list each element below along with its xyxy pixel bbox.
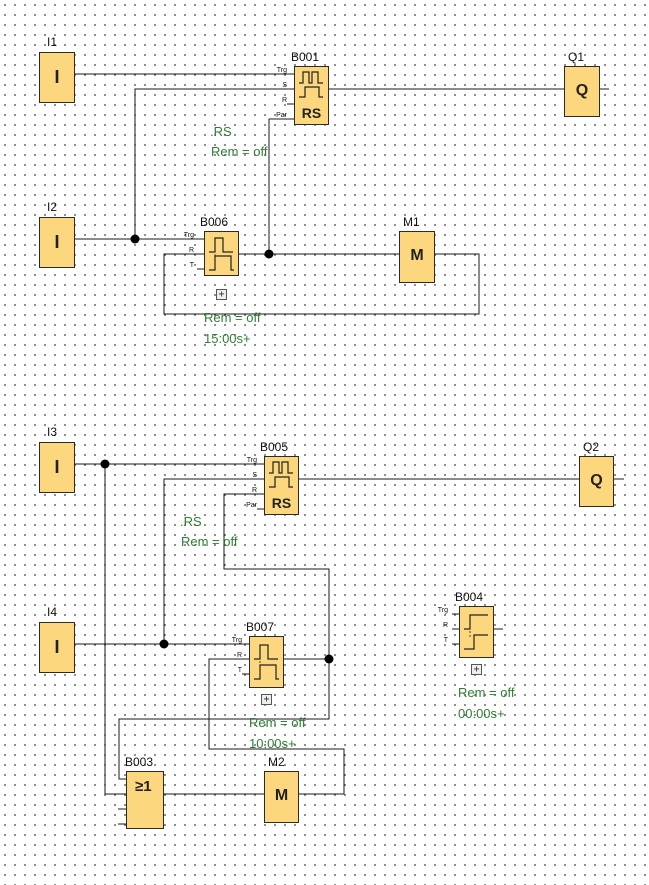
pin-trg: Trg <box>231 637 242 644</box>
off-delay-icon <box>209 237 234 271</box>
wire-b006-b001-r <box>268 118 294 254</box>
timer-block-b004[interactable] <box>459 606 494 658</box>
on-delay-icon <box>464 614 488 650</box>
pin-r: R <box>281 97 287 104</box>
input-block-i1[interactable]: I <box>39 52 75 103</box>
pin-s: S <box>282 82 287 89</box>
rs-block-b001[interactable]: RS <box>294 66 329 125</box>
note-b004-time: 00:00s+ <box>458 706 505 721</box>
pin-trg: Trg <box>246 457 257 464</box>
timer-block-b006[interactable] <box>204 231 239 276</box>
marker-block-m2[interactable]: M <box>264 771 299 823</box>
input-block-i3[interactable]: I <box>39 442 75 493</box>
pin-trg: Trg <box>276 67 287 74</box>
output-symbol: Q <box>590 472 603 489</box>
output-label-q1: Q1 <box>568 50 585 64</box>
output-block-q2[interactable]: Q <box>579 456 614 507</box>
marker-label-m2: M2 <box>268 755 285 769</box>
block-label-b005: B005 <box>260 440 289 454</box>
input-label-i4: I4 <box>47 605 58 619</box>
block-label-b001: B001 <box>291 50 320 64</box>
pin-s: S <box>252 472 257 479</box>
input-label-i3: I3 <box>47 425 58 439</box>
wire-i2-b001-s <box>134 88 294 239</box>
wire-i4-b005-s <box>163 478 264 644</box>
wire-b007-to-b003 <box>118 659 330 780</box>
input-symbol: I <box>54 67 60 87</box>
note-b007-time: 10:00s+ <box>249 736 296 751</box>
input-symbol: I <box>54 637 60 657</box>
input-block-i2[interactable]: I <box>39 217 75 268</box>
timer-block-b007[interactable] <box>249 636 284 688</box>
note-b007-rem: Rem = off <box>249 715 306 730</box>
rs-pulse-icon <box>269 461 293 488</box>
rs-symbol: RS <box>301 105 322 121</box>
output-label-q2: Q2 <box>583 440 600 454</box>
pin-r: R <box>442 622 448 629</box>
input-label-i2: I2 <box>47 200 58 214</box>
note-b006-time: 15:00s+ <box>204 331 251 346</box>
junction-b006-out <box>264 249 274 259</box>
note-b001-rs: .RS <box>210 124 232 139</box>
input-block-i4[interactable]: I <box>39 622 75 673</box>
pin-trg: Trg <box>183 232 194 239</box>
note-b006-rem: Rem = off <box>204 310 261 325</box>
rs-symbol: RS <box>271 495 292 511</box>
marker-block-m1[interactable]: M <box>399 231 435 283</box>
or-symbol: ≥1 <box>135 778 152 795</box>
note-b005-rem: Rem = off <box>181 534 238 549</box>
marker-label-m1: M1 <box>403 215 420 229</box>
junction-i3 <box>100 459 110 469</box>
off-delay-icon <box>254 644 279 680</box>
wire-m2-loop-b007-r <box>208 658 345 795</box>
pin-r: R <box>251 487 257 494</box>
input-symbol: I <box>54 232 60 252</box>
pin-t: T <box>189 262 194 269</box>
pin-par: Par <box>276 112 287 119</box>
wire-i3-b003 <box>104 464 126 795</box>
block-label-b003: B003 <box>125 755 154 769</box>
pin-r: R <box>188 247 194 254</box>
pin-r: R <box>236 652 242 659</box>
junction-i4 <box>159 639 169 649</box>
wire-m1-loop-b006-r <box>163 253 480 315</box>
pin-t: T <box>237 667 242 674</box>
note-b004-rem: Rem = off <box>458 685 515 700</box>
pin-par: Par <box>246 502 257 509</box>
note-b001-rem: Rem = off <box>211 144 268 159</box>
pin-t: T <box>443 637 448 644</box>
marker-symbol: M <box>274 787 289 804</box>
rs-block-b005[interactable]: RS <box>264 456 299 515</box>
note-b005-rs: .RS <box>180 514 202 529</box>
expand-b006-button[interactable]: + <box>216 289 227 300</box>
junction-i2 <box>130 234 140 244</box>
output-symbol: Q <box>575 82 589 99</box>
block-label-b006: B006 <box>200 215 229 229</box>
marker-symbol: M <box>410 247 424 264</box>
output-block-q1[interactable]: Q <box>564 66 600 117</box>
input-symbol: I <box>54 457 60 477</box>
expand-b007-button[interactable]: + <box>261 694 272 705</box>
expand-b004-button[interactable]: + <box>471 664 482 675</box>
input-label-i1: I1 <box>47 35 58 49</box>
rs-pulse-icon <box>299 71 323 98</box>
wire-b007-b005-r <box>223 493 330 659</box>
or-block-b003[interactable]: ≥1 <box>126 771 164 829</box>
block-label-b007: B007 <box>246 620 275 634</box>
junction-b007-out <box>324 654 334 664</box>
block-label-b004: B004 <box>455 590 484 604</box>
pin-trg: Trg <box>437 607 448 614</box>
